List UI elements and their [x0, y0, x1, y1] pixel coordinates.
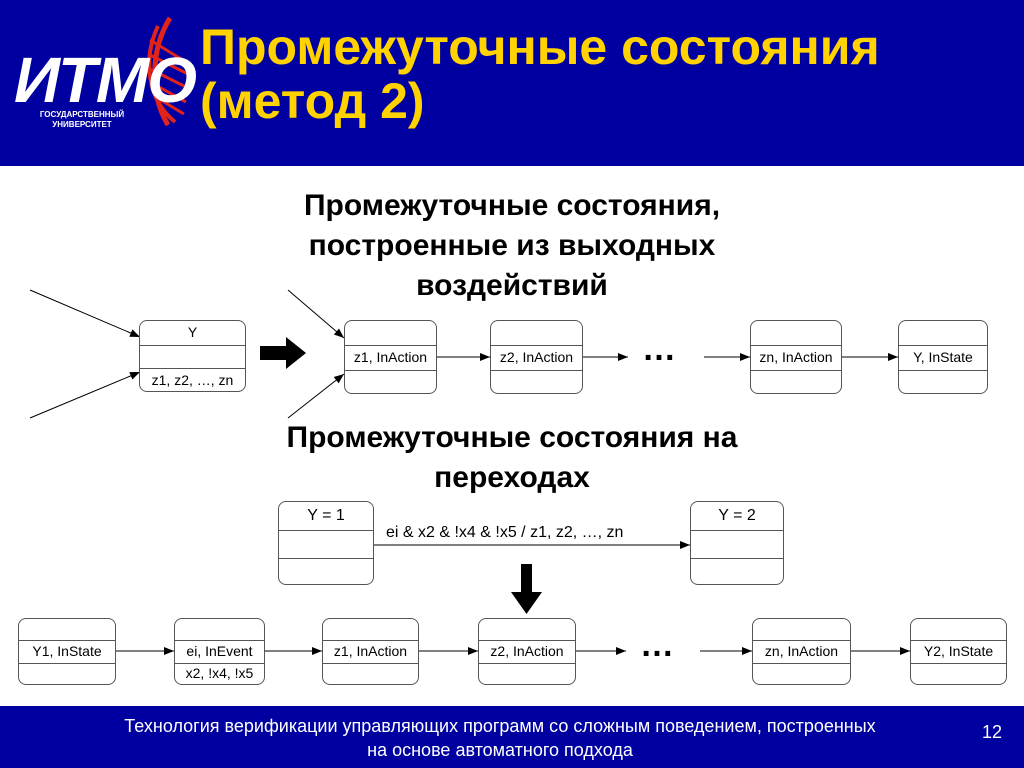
state-top-row: [479, 619, 575, 641]
state-top-row: [691, 502, 783, 531]
state-y2: Y = 2: [690, 501, 784, 585]
logo-text: ИТМО: [14, 44, 197, 116]
state-mid-row: [175, 640, 264, 664]
section2-heading: Промежуточные состояния на переходах: [262, 418, 762, 498]
state-zn-inaction: zn, InAction: [750, 320, 842, 394]
state-y1: Y = 1: [278, 501, 374, 585]
state-name: Y = 1: [307, 507, 345, 524]
ellipsis-2: …: [640, 626, 680, 664]
state-name: Y2, InState: [923, 643, 994, 659]
state-mid-row: [279, 530, 373, 559]
state-z2-inaction-2: z2, InAction: [478, 618, 576, 685]
header-bar: ИТМО ГОСУДАРСТВЕННЫЙ УНИВЕРСИТЕТ Промежу…: [0, 0, 1024, 166]
state-top-row: [899, 321, 987, 346]
state-separator: [140, 345, 245, 369]
footer-text: Технология верификации управляющих прогр…: [30, 714, 970, 762]
state-mid-row: [751, 345, 841, 371]
transition-label: ei & x2 & !x4 & !x5 / z1, z2, …, zn: [386, 524, 624, 541]
state-name: Y: [187, 324, 198, 340]
page-number: 12: [981, 722, 1002, 742]
state-mid-row: [911, 640, 1006, 664]
heading-line: Промежуточные состояния,: [303, 189, 721, 222]
heading-line: воздействий: [416, 269, 608, 302]
incoming-arrow: [29, 289, 141, 338]
state-y: Y z1, z2, …, zn: [139, 320, 246, 392]
page-title: Промежуточные состояния (метод 2): [200, 20, 1000, 128]
state-name: Y = 2: [718, 507, 756, 524]
footer-line-2: на основе автоматного подхода: [367, 740, 633, 760]
section1-heading: Промежуточные состояния, построенные из …: [262, 186, 762, 306]
state-top-row: [751, 321, 841, 346]
state-mid-row: [691, 530, 783, 559]
state-name: z2, InAction: [499, 349, 574, 365]
state-zn-inaction-2: zn, InAction: [752, 618, 851, 685]
state-name-row: [140, 321, 245, 346]
down-arrow-icon: [511, 564, 542, 614]
state-name: z1, InAction: [333, 643, 408, 659]
state-name: zn, InAction: [764, 643, 839, 659]
state-name: z1, InAction: [353, 349, 428, 365]
logo-subtitle-2: УНИВЕРСИТЕТ: [52, 120, 112, 129]
state-top-row: [19, 619, 115, 641]
heading-line: переходах: [434, 461, 590, 494]
state-name: z2, InAction: [490, 643, 564, 659]
footer-line-1: Технология верификации управляющих прогр…: [124, 716, 876, 736]
state-z1-inaction: z1, InAction: [344, 320, 437, 394]
state-mid-row: [345, 345, 436, 371]
heading-line: построенные из выходных: [308, 229, 716, 262]
state-top-row: [911, 619, 1006, 641]
state-y-instate: Y, InState: [898, 320, 988, 394]
logo-subtitle-1: ГОСУДАРСТВЕННЫЙ: [39, 110, 125, 119]
state-top-row: [345, 321, 436, 346]
footer-bar: Технология верификации управляющих прогр…: [0, 706, 1024, 768]
logo-emblem-icon: [147, 16, 189, 127]
transform-arrow-icon: [260, 337, 306, 369]
state-top-row: [753, 619, 850, 641]
state-actions: z1, z2, …, zn: [151, 372, 234, 388]
state-mid-row: [479, 640, 575, 664]
state-name: ei, InEvent: [186, 643, 253, 659]
ellipsis: …: [642, 330, 682, 368]
state-z2-inaction: z2, InAction: [490, 320, 583, 394]
state-mid-row: [323, 640, 418, 664]
incoming-arrow: [287, 373, 345, 419]
state-mid-row: [753, 640, 850, 664]
state-name: Y1, InState: [32, 643, 102, 659]
state-top-row: [279, 502, 373, 531]
state-mid-row: [491, 345, 582, 371]
incoming-arrow: [29, 371, 141, 419]
state-guard: x2, !x4, !x5: [185, 665, 254, 681]
state-mid-row: [19, 640, 115, 664]
state-y2-instate: Y2, InState: [910, 618, 1007, 685]
state-z1-inaction-2: z1, InAction: [322, 618, 419, 685]
state-name: Y, InState: [913, 349, 973, 365]
state-top-row: [175, 619, 264, 641]
incoming-arrow: [287, 289, 345, 339]
heading-line: Промежуточные состояния на: [286, 421, 738, 454]
state-ei-inevent: ei, InEvent x2, !x4, !x5: [174, 618, 265, 685]
state-mid-row: [899, 345, 987, 371]
title-line-2: (метод 2): [200, 73, 425, 129]
state-name: zn, InAction: [759, 349, 833, 365]
state-top-row: [323, 619, 418, 641]
title-line-1: Промежуточные состояния: [200, 19, 880, 75]
state-top-row: [491, 321, 582, 346]
state-y1-instate: Y1, InState: [18, 618, 116, 685]
